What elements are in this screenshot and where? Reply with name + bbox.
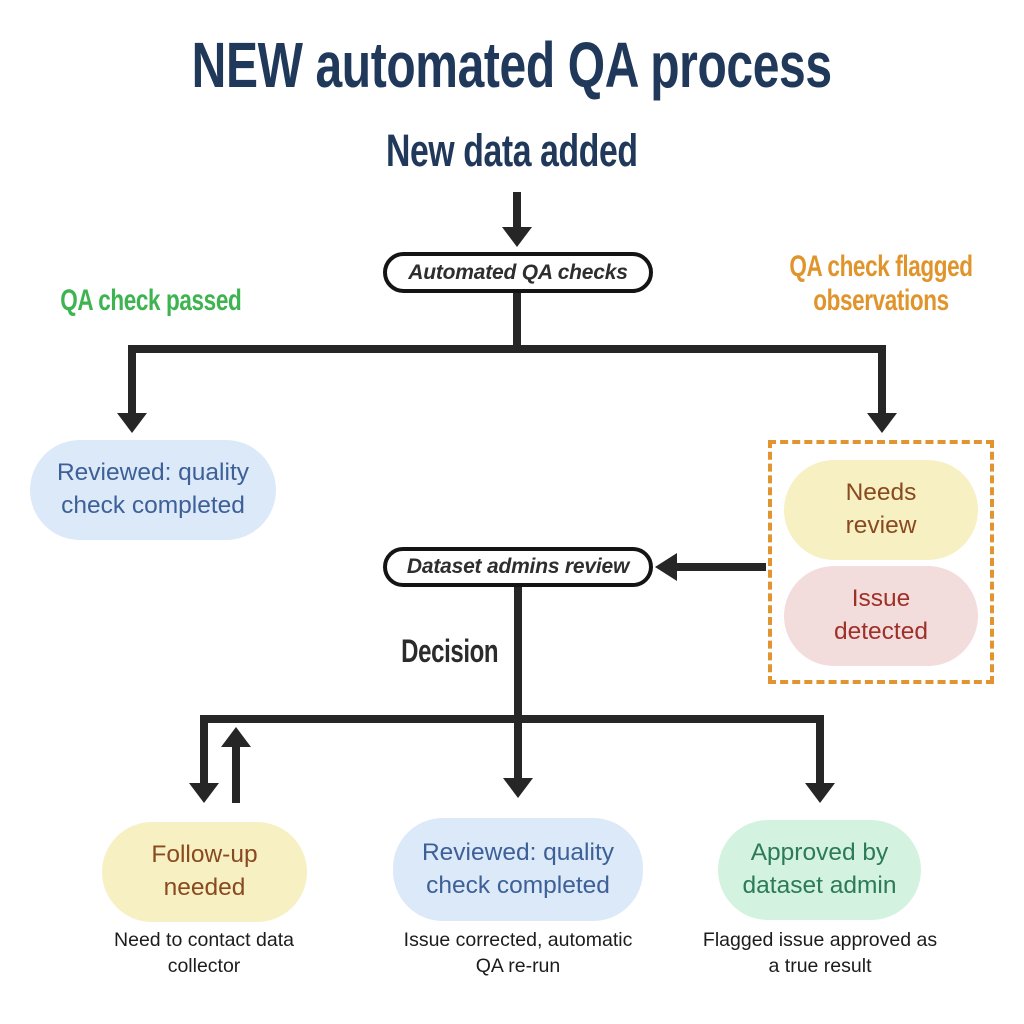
node-dataset-admins-review-label: Dataset admins review	[406, 555, 630, 578]
page-title: NEW automated QA process	[0, 29, 1024, 101]
node-reviewed-passed: Reviewed: quality check completed	[30, 440, 276, 540]
caption-followup: Need to contact data collector	[114, 929, 294, 977]
connector-checks-down	[513, 293, 521, 349]
arrowhead-down-icon	[117, 413, 147, 433]
start-node-label: New data added	[0, 126, 1024, 176]
connector-followup-return	[232, 746, 240, 803]
decision-label-text: Decision	[401, 633, 499, 669]
caption-corrected: Issue corrected, automatic QA re-run	[403, 929, 633, 977]
arrowhead-left-icon	[655, 553, 677, 581]
connector-review-down	[514, 587, 522, 719]
node-reviewed-corrected: Reviewed: quality check completed	[393, 818, 643, 921]
node-needs-review: Needs review	[784, 460, 978, 560]
connector-right-branch	[878, 345, 886, 415]
decision-label: Decision	[385, 633, 505, 670]
page-title-text: NEW automated QA process	[191, 29, 833, 101]
node-automated-qa-checks-label: Automated QA checks	[408, 260, 628, 284]
connector-decision-center	[514, 722, 522, 780]
flagged-group-box: Needs review Issue detected	[768, 440, 994, 684]
arrowhead-down-icon	[805, 783, 835, 803]
connector-split-bar	[128, 345, 886, 353]
connector-start-to-checks	[513, 192, 521, 229]
arrowhead-down-icon	[503, 778, 533, 798]
arrowhead-up-icon	[221, 727, 251, 747]
node-followup-needed-label: Follow-up needed	[151, 841, 258, 901]
branch-label-flagged-text: QA check flagged observations	[789, 250, 973, 317]
arrowhead-down-icon	[189, 783, 219, 803]
node-approved-admin-label: Approved by dataset admin	[742, 839, 897, 899]
branch-label-passed: QA check passed	[30, 284, 270, 318]
arrowhead-down-icon	[867, 413, 897, 433]
connector-flagged-to-review	[677, 563, 766, 571]
connector-decision-left	[200, 715, 208, 785]
node-approved-admin: Approved by dataset admin	[718, 820, 921, 920]
node-reviewed-passed-label: Reviewed: quality check completed	[56, 459, 250, 519]
branch-label-passed-text: QA check passed	[60, 284, 242, 317]
node-automated-qa-checks: Automated QA checks	[383, 252, 653, 293]
node-issue-detected-label: Issue detected	[834, 585, 928, 645]
node-reviewed-corrected-label: Reviewed: quality check completed	[421, 838, 615, 899]
node-issue-detected: Issue detected	[784, 566, 978, 666]
arrowhead-down-icon	[502, 227, 532, 247]
connector-decision-bar	[200, 715, 824, 723]
node-followup-needed: Follow-up needed	[102, 822, 307, 922]
node-dataset-admins-review: Dataset admins review	[383, 547, 653, 587]
connector-decision-right	[816, 715, 824, 785]
branch-label-flagged: QA check flagged observations	[751, 250, 1011, 318]
node-needs-review-label: Needs review	[845, 479, 917, 539]
start-node-text: New data added	[386, 125, 638, 176]
caption-approved: Flagged issue approved as a true result	[702, 929, 938, 977]
connector-left-branch	[128, 345, 136, 415]
